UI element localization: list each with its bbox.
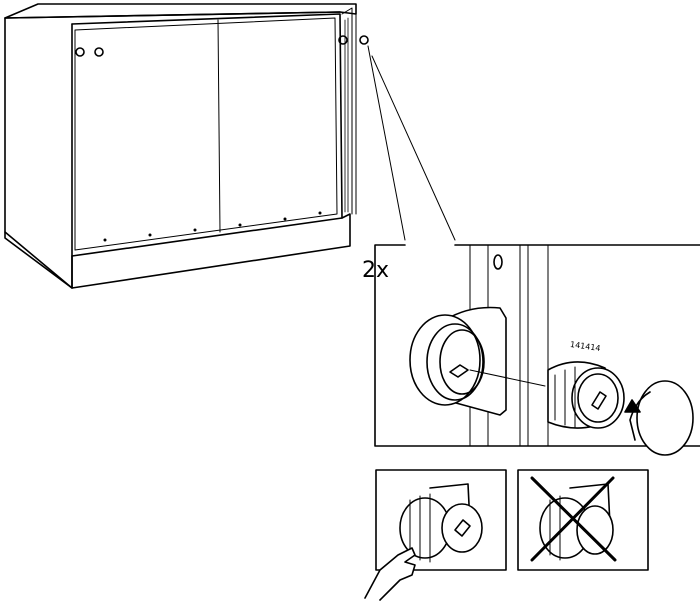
hand-pointer-icon <box>364 547 416 601</box>
incorrect-example-panel <box>517 469 649 571</box>
detail-frame <box>374 244 700 456</box>
wrong-cross-icon <box>530 476 617 562</box>
quantity-label: 2x <box>362 258 390 283</box>
cabinet-back-view <box>4 3 369 289</box>
correct-example-panel <box>364 469 507 601</box>
detail-callout-lines <box>367 45 456 241</box>
